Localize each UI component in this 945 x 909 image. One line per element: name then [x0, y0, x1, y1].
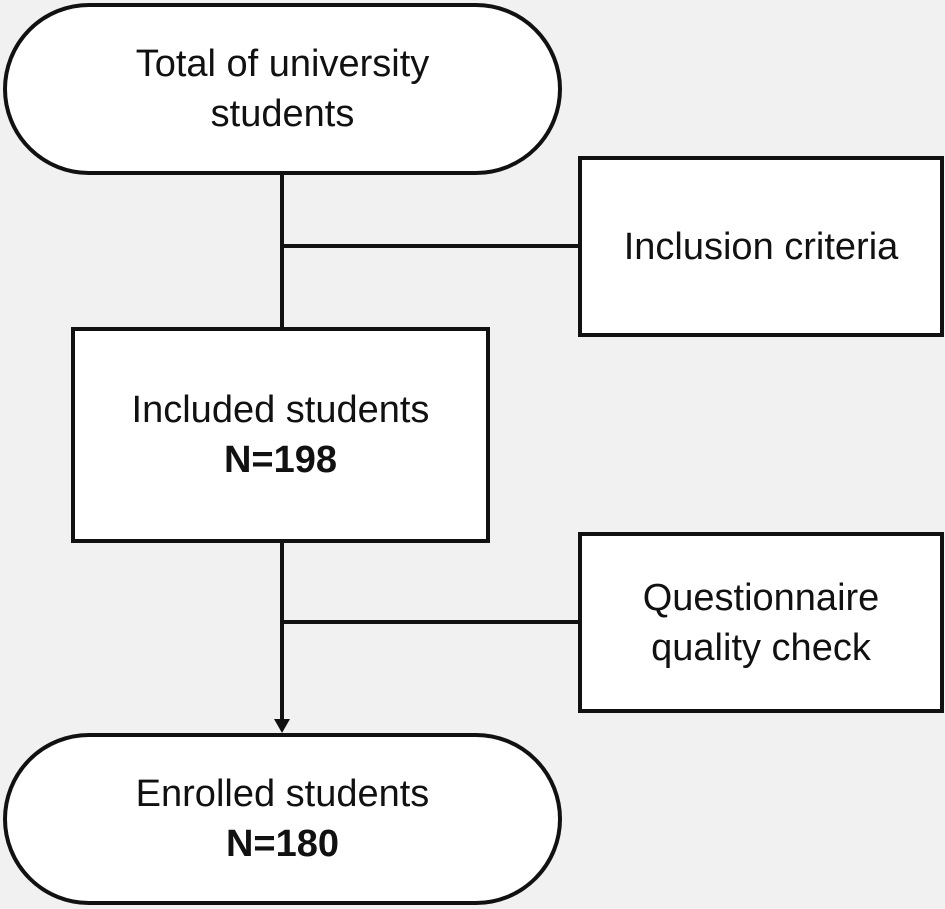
enrolled-students-count: N=180	[225, 823, 340, 865]
questionnaire-quality-check-box: Questionnaire quality check	[578, 532, 944, 713]
quality-check-line-2: quality check	[651, 626, 871, 669]
included-students-box: Included students N=198	[71, 327, 490, 543]
start-terminal-node: Total of university students	[3, 3, 562, 175]
start-node-line-2: students	[210, 93, 355, 135]
included-students-label: Included students	[131, 389, 430, 431]
inclusion-criteria-box: Inclusion criteria	[578, 156, 944, 337]
end-terminal-node: Enrolled students N=180	[3, 733, 562, 905]
enrolled-students-label: Enrolled students	[135, 773, 430, 815]
included-students-count: N=198	[223, 439, 338, 481]
quality-check-line-1: Questionnaire	[642, 576, 880, 619]
inclusion-criteria-label: Inclusion criteria	[623, 225, 899, 268]
arrowhead-end	[274, 719, 290, 733]
start-node-line-1: Total of university	[135, 43, 430, 85]
